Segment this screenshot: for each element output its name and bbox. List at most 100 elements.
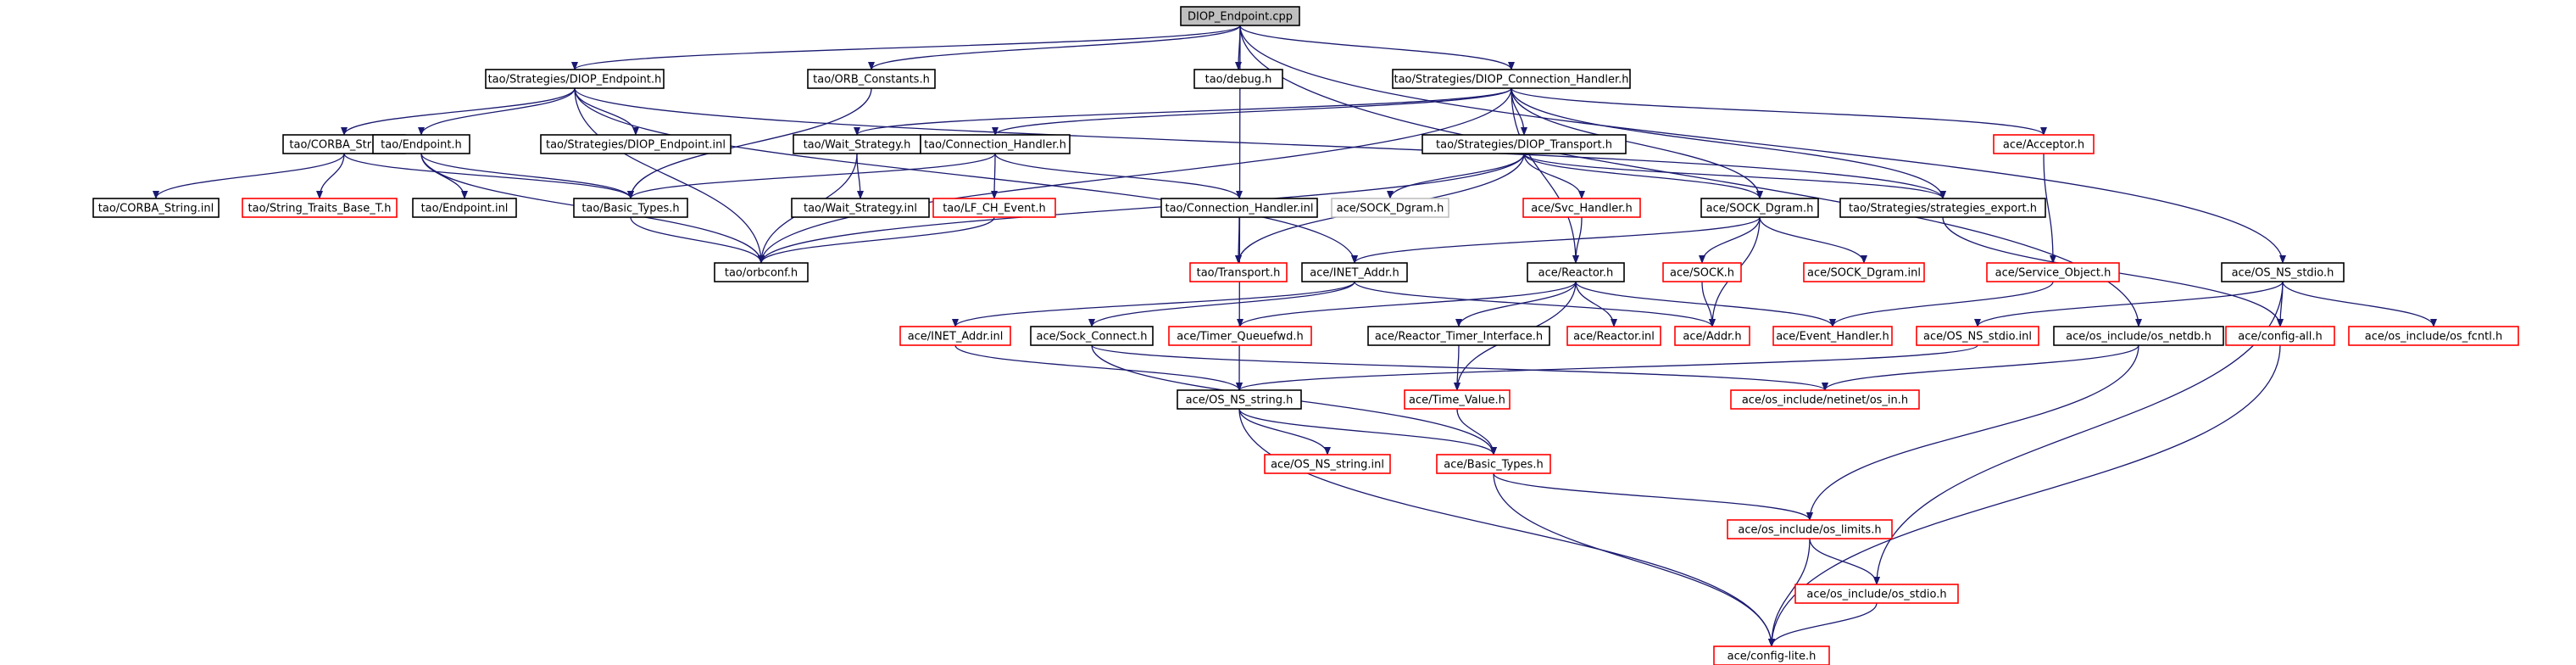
edge-corba_string_h-to-corba_string_inl <box>153 153 345 199</box>
node-label: ace/Basic_Types.h <box>1444 459 1543 472</box>
node-time-value-h[interactable]: ace/Time_Value.h <box>1404 389 1511 410</box>
node-os-ns-stdio-inl[interactable]: ace/OS_NS_stdio.inl <box>1916 326 2039 346</box>
node-basic-types-tao[interactable]: tao/Basic_Types.h <box>573 198 688 218</box>
edge-diop_conn_handler_h-to-acceptor_h <box>1511 87 2047 136</box>
node-label: tao/Strategies/DIOP_Transport.h <box>1436 139 1612 152</box>
node-box <box>1993 134 2095 154</box>
node-os-fcntl-h[interactable]: ace/os_include/os_fcntl.h <box>2348 326 2519 346</box>
edge-sock_dgram_h-to-sock_h <box>1699 216 1761 264</box>
node-lf-ch-event-h[interactable]: tao/LF_CH_Event.h <box>932 198 1056 218</box>
edge-service_object_h-to-event_handler_h <box>1829 281 2054 327</box>
node-os-netdb-h[interactable]: ace/os_include/os_netdb.h <box>2053 326 2224 346</box>
node-os-stdio-h[interactable]: ace/os_include/os_stdio.h <box>1794 584 1959 604</box>
node-endpoint-h[interactable]: tao/Endpoint.h <box>372 134 470 154</box>
node-label: ace/Timer_Queuefwd.h <box>1177 331 1303 344</box>
node-box <box>1772 326 1893 346</box>
node-netinet-in-h[interactable]: ace/os_include/netinet/os_in.h <box>1730 389 1920 410</box>
edge-inet_addr_h-to-inet_addr_inl <box>952 281 1355 327</box>
node-conn-handler-h[interactable]: tao/Connection_Handler.h <box>920 134 1071 154</box>
node-root[interactable]: DIOP_Endpoint.cpp <box>1180 6 1300 26</box>
node-inet-addr-inl[interactable]: ace/INET_Addr.inl <box>899 326 1011 346</box>
node-box <box>1727 519 1893 539</box>
node-service-object-h[interactable]: ace/Service_Object.h <box>1986 262 2120 282</box>
node-inet-addr-h[interactable]: ace/INET_Addr.h <box>1301 262 1408 282</box>
node-event-handler-h[interactable]: ace/Event_Handler.h <box>1772 326 1893 346</box>
node-label: ace/Reactor.inl <box>1573 331 1655 344</box>
edge-root-to-strat_diop_endpoint_h <box>571 25 1241 70</box>
node-sock-h[interactable]: ace/SOCK.h <box>1662 262 1742 282</box>
node-wait-strategy-inl[interactable]: tao/Wait_Strategy.inl <box>791 198 930 218</box>
node-label: ace/SOCK_Dgram.h <box>1337 203 1444 215</box>
edge-diop_conn_handler_h-to-orbconf_h <box>758 87 1512 264</box>
node-reactor-inl[interactable]: ace/Reactor.inl <box>1566 326 1661 346</box>
edge-inet_addr_h-to-sock_connect_h <box>1088 281 1355 327</box>
node-wait-strategy-h[interactable]: tao/Wait_Strategy.h <box>793 134 921 154</box>
node-diop-conn-handler-h[interactable]: tao/Strategies/DIOP_Connection_Handler.h <box>1392 69 1631 89</box>
edge-os_ns_stdio_inl-to-os_ns_string_h <box>1236 344 1978 391</box>
node-box <box>1839 198 2046 218</box>
node-endpoint-inl[interactable]: tao/Endpoint.inl <box>412 198 517 218</box>
node-box <box>1168 326 1312 346</box>
node-strat-diop-endpoint-h[interactable]: tao/Strategies/DIOP_Endpoint.h <box>485 69 665 89</box>
node-sock-dgram-inl[interactable]: ace/SOCK_Dgram.inl <box>1803 262 1925 282</box>
node-label: tao/CORBA_String.inl <box>98 203 214 215</box>
node-svc-handler-h[interactable]: ace/Svc_Handler.h <box>1522 198 1641 218</box>
node-addr-h[interactable]: ace/Addr.h <box>1674 326 1750 346</box>
node-timer-queuefwd-h[interactable]: ace/Timer_Queuefwd.h <box>1168 326 1312 346</box>
node-orbconf-h[interactable]: tao/orbconf.h <box>714 262 809 282</box>
node-debug-h[interactable]: tao/debug.h <box>1193 69 1283 89</box>
node-box <box>1916 326 2039 346</box>
node-strategies-export-h[interactable]: tao/Strategies/strategies_export.h <box>1839 198 2046 218</box>
node-box <box>714 262 809 282</box>
node-box <box>2225 326 2335 346</box>
node-os-limits-h[interactable]: ace/os_include/os_limits.h <box>1727 519 1893 539</box>
node-corba-string-inl[interactable]: tao/CORBA_String.inl <box>92 198 220 218</box>
edge-wait_strategy_h-to-wait_strategy_inl <box>856 153 864 199</box>
node-basic-types-ace[interactable]: ace/Basic_Types.h <box>1436 454 1551 474</box>
node-sock-connect-h[interactable]: ace/Sock_Connect.h <box>1030 326 1154 346</box>
node-box <box>540 134 732 154</box>
node-box <box>1527 262 1625 282</box>
node-label: tao/Endpoint.inl <box>421 203 509 215</box>
node-box <box>920 134 1071 154</box>
node-os-ns-string-inl[interactable]: ace/OS_NS_string.inl <box>1264 454 1391 474</box>
node-layer: DIOP_Endpoint.cpp tao/Strategies/DIOP_End… <box>92 6 2519 665</box>
node-box <box>1522 198 1641 218</box>
node-conn-handler-inl[interactable]: tao/Connection_Handler.inl <box>1160 198 1318 218</box>
node-os-ns-string-h[interactable]: ace/OS_NS_string.h <box>1177 389 1302 410</box>
node-config-lite-h[interactable]: ace/config-lite.h <box>1713 645 1830 665</box>
node-config-all-h[interactable]: ace/config-all.h <box>2225 326 2335 346</box>
node-box <box>932 198 1056 218</box>
node-box <box>1794 584 1959 604</box>
node-box <box>1264 454 1391 474</box>
node-label: ace/os_include/netinet/os_in.h <box>1742 394 1908 407</box>
edge-root-to-os_ns_stdio_h <box>1239 25 2286 264</box>
edge-reactor_h-to-timer_queuefwd_h <box>1237 281 1577 327</box>
edge-strat_diop_endpoint_h-to-inet_addr_h <box>574 87 1358 264</box>
node-label: tao/Strategies/strategies_export.h <box>1849 203 2037 215</box>
node-diop-endpoint-inl[interactable]: tao/Strategies/DIOP_Endpoint.inl <box>540 134 732 154</box>
edge-root-to-orb_constants_h <box>868 25 1241 70</box>
edge-diop_transport_h-to-strategies_export_h <box>1523 153 1946 199</box>
edge-strat_diop_endpoint_h-to-orbconf_h <box>574 87 765 264</box>
node-label: ace/Acceptor.h <box>2003 139 2084 152</box>
node-box <box>1803 262 1925 282</box>
node-label: ace/INET_Addr.h <box>1310 267 1399 280</box>
node-box <box>1566 326 1661 346</box>
node-string-traits-h[interactable]: tao/String_Traits_Base_T.h <box>242 198 398 218</box>
edge-diop_transport_h-to-svc_handler_h <box>1523 153 1585 199</box>
edge-os_netdb_h-to-netinet_in_h <box>1822 344 2139 391</box>
node-sock-dgram-h[interactable]: ace/SOCK_Dgram.h <box>1700 198 1819 218</box>
node-label: tao/ORB_Constants.h <box>813 74 930 87</box>
node-box <box>242 198 398 218</box>
node-os-ns-stdio-h[interactable]: ace/OS_NS_stdio.h <box>2221 262 2345 282</box>
node-reactor-h[interactable]: ace/Reactor.h <box>1527 262 1625 282</box>
node-transport-h[interactable]: tao/Transport.h <box>1189 262 1288 282</box>
edge-basic_types_tao-to-orbconf_h <box>630 216 765 264</box>
node-acceptor-h[interactable]: ace/Acceptor.h <box>1993 134 2095 154</box>
node-reactor-timer-if-h[interactable]: ace/Reactor_Timer_Interface.h <box>1367 326 1550 346</box>
node-box <box>1392 69 1631 89</box>
node-orb-constants-h[interactable]: tao/ORB_Constants.h <box>807 69 936 89</box>
node-diop-transport-h[interactable]: tao/Strategies/DIOP_Transport.h <box>1422 134 1627 154</box>
node-sock-dgram-missing[interactable]: ace/SOCK_Dgram.h <box>1331 198 1449 218</box>
